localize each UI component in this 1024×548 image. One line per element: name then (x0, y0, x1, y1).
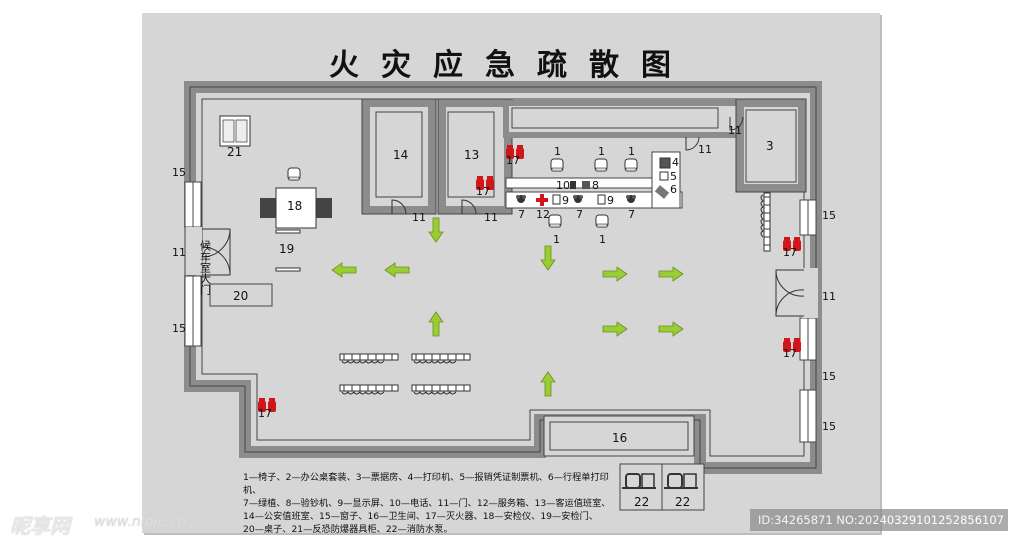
label-ext: 17 (783, 347, 797, 360)
label-chair: 1 (628, 145, 635, 158)
label-plant: 7 (576, 208, 583, 221)
page-title: 火灾应急疏散图 (329, 48, 693, 83)
label-ext: 17 (506, 154, 520, 167)
label-window: 15 (822, 209, 836, 222)
label-18: 18 (287, 199, 302, 213)
watermark-id: ID:34265871 NO:20240329101252856107 (750, 509, 1008, 531)
label-plant: 7 (628, 208, 635, 221)
pump-icon (664, 473, 698, 489)
label-3: 3 (766, 139, 774, 153)
label-22b: 22 (675, 495, 690, 509)
label-chair: 1 (553, 233, 560, 246)
label-door: 11 (412, 211, 426, 224)
door-top-a (729, 116, 744, 131)
label-main-door: 候车室大门 (199, 239, 212, 296)
legend-line: 14—公安值班室、15—窗子、16—卫生间、17—灭火器、18—安检仪、19—安… (243, 511, 598, 522)
label-13: 13 (464, 148, 479, 162)
cabinet-icon (219, 115, 251, 147)
security-gate (275, 229, 301, 234)
label-service-box: 12 (536, 208, 550, 221)
watermark-url: www.nipic.cn (94, 514, 187, 530)
label-itinerary-printer: 6 (670, 183, 677, 196)
label-plant: 7 (518, 208, 525, 221)
label-door: 11 (698, 143, 712, 156)
door-top-b (685, 136, 700, 151)
legend-line: 1—椅子、2—办公桌套装、3—票据房、4—打印机、5—报销凭证制票机、6—行程单… (243, 472, 609, 496)
label-20: 20 (233, 289, 248, 303)
pump-icon (622, 473, 656, 489)
label-counter: 8 (592, 179, 599, 192)
label-ext: 17 (783, 246, 797, 259)
label-14: 14 (393, 148, 408, 162)
label-21: 21 (227, 145, 242, 159)
table-20 (209, 283, 273, 307)
label-door: 11 (822, 290, 836, 303)
label-printer: 4 (672, 156, 679, 169)
label-chair: 1 (554, 145, 561, 158)
label-ticket-machine: 5 (670, 170, 677, 183)
label-monitor: 9 (562, 194, 569, 207)
label-chair: 1 (598, 145, 605, 158)
legend: 1—椅子、2—办公桌套装、3—票据房、4—打印机、5—报销凭证制票机、6—行程单… (243, 471, 623, 536)
label-16: 16 (612, 431, 627, 445)
watermark-logo: 昵享网 (10, 514, 70, 538)
legend-line: 20—桌子、21—反恐防爆器具柜、22—消防水泵。 (243, 524, 453, 535)
label-chair: 1 (599, 233, 606, 246)
label-window: 15 (822, 370, 836, 383)
label-window: 15 (822, 420, 836, 433)
label-phone: 10 (556, 179, 570, 192)
label-door: 11 (484, 211, 498, 224)
service-desk (505, 177, 653, 189)
label-ext: 17 (476, 185, 490, 198)
label-window: 15 (172, 322, 186, 335)
label-window: 15 (172, 166, 186, 179)
legend-line: 7—绿植、8—验钞机、9—显示屏、10—电话、11—门、12—服务箱、13—客运… (243, 498, 611, 509)
label-22a: 22 (634, 495, 649, 509)
label-ext: 17 (258, 407, 272, 420)
label-monitor: 9 (607, 194, 614, 207)
label-door: 11 (172, 246, 186, 259)
label-19: 19 (279, 242, 294, 256)
label-door: 11 (728, 124, 742, 137)
